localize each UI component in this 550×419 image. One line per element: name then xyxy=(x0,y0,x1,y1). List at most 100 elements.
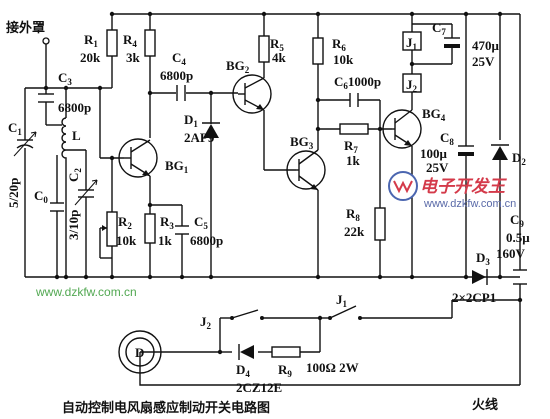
diode-d4-symbol xyxy=(238,344,254,360)
r1-value: 20k xyxy=(80,50,101,65)
bg2-name: BG2 xyxy=(226,58,250,75)
d1-name: D1 xyxy=(184,112,198,129)
watermark-url: www.dzkfw.com.cn xyxy=(423,198,516,210)
c7-voltage: 25V xyxy=(472,54,495,69)
diode-d2-symbol xyxy=(491,144,509,160)
inductor-name: L xyxy=(72,128,81,143)
capacitor-c5-symbol xyxy=(175,225,189,235)
capacitor-c4-symbol xyxy=(176,85,186,101)
c7-value: 470μ xyxy=(472,38,500,53)
r4-name: R4 xyxy=(123,32,137,49)
transistor-bg3-symbol xyxy=(286,149,326,191)
relay-coil-j1-symbol xyxy=(402,31,422,51)
r8-value: 22k xyxy=(344,224,365,239)
d4-name: D4 xyxy=(236,362,250,379)
c3-name: C3 xyxy=(58,70,72,87)
capacitor-c2-symbol xyxy=(74,179,98,206)
relay-coil-j2-symbol xyxy=(402,73,422,93)
c6-label: C61000p xyxy=(334,74,381,91)
r2-name: R2 xyxy=(118,214,132,231)
d2-name: D2 xyxy=(512,150,526,167)
r3-value: 1k xyxy=(158,233,173,248)
c1-value: 5/20p xyxy=(6,178,21,208)
resistor-r4-symbol xyxy=(144,29,156,57)
c8-value: 100μ xyxy=(420,146,448,161)
resistor-r3-symbol xyxy=(144,213,156,244)
d1-value: 2AP9 xyxy=(184,130,215,145)
c8-voltage: 25V xyxy=(426,160,449,175)
r9-name: R9 xyxy=(278,362,292,379)
transistor-bg1-symbol xyxy=(118,138,158,178)
j1-coil-name: J1 xyxy=(406,35,418,52)
c2-name: C2 xyxy=(66,168,83,182)
resistor-r5-symbol xyxy=(258,35,270,63)
labels: 接外罩 C3 6800p C1 5/20p L C2 3/10p C0 R1 2… xyxy=(6,20,530,416)
diagram-title: 自动控制电风扇感应制动开关电路图 xyxy=(62,400,270,416)
resistor-r1-symbol xyxy=(106,29,118,57)
c8-name: C8 xyxy=(440,130,454,147)
c3-value: 6800p xyxy=(58,100,91,115)
r9-value: 100Ω 2W xyxy=(306,360,359,375)
transistor-bg2-symbol xyxy=(232,74,272,114)
d3-name: D3 xyxy=(476,250,490,267)
capacitor-c8-symbol xyxy=(458,145,474,156)
antenna-terminal-icon xyxy=(42,37,50,45)
diode-d1-symbol xyxy=(202,118,220,138)
r7-name: R7 xyxy=(344,138,358,155)
c0-name: C0 xyxy=(34,188,48,205)
j2-coil-name: J2 xyxy=(406,77,418,94)
r8-name: R8 xyxy=(346,206,360,223)
watermark-logo-text: 电子开发王 xyxy=(420,177,507,197)
resistor-r6-symbol xyxy=(312,37,324,65)
capacitor-c3-symbol xyxy=(38,93,54,103)
j1-contact-name: J1 xyxy=(336,292,348,309)
bg3-name: BG3 xyxy=(290,134,314,151)
diode-d3-symbol xyxy=(472,269,488,285)
watermark-logo-icon xyxy=(388,171,418,201)
resistor-r7-symbol xyxy=(339,123,369,135)
capacitor-c6-symbol xyxy=(349,93,359,107)
wires xyxy=(24,13,521,386)
motor-label: D xyxy=(135,345,144,360)
relay-contact-j2-symbol xyxy=(230,309,264,320)
r3-name: R3 xyxy=(160,214,174,231)
r5-value: 4k xyxy=(272,50,287,65)
r5-name: R5 xyxy=(270,36,284,53)
capacitor-c9-symbol xyxy=(513,269,527,285)
c7-name: C7 xyxy=(432,20,446,37)
r6-name: R6 xyxy=(332,36,346,53)
capacitor-c7-symbol xyxy=(444,37,460,48)
c9-name: C9 xyxy=(510,212,524,229)
junction-dots xyxy=(43,11,523,355)
bg4-name: BG4 xyxy=(422,106,446,123)
potentiometer-r2-symbol xyxy=(100,211,118,247)
capacitor-c0-symbol xyxy=(50,202,64,212)
relay-contact-j1-symbol xyxy=(328,305,362,320)
transistor-bg4-symbol xyxy=(382,109,422,149)
antenna-label: 接外罩 xyxy=(6,20,45,36)
c2-value: 3/10p xyxy=(66,210,81,240)
r6-value: 10k xyxy=(333,52,354,67)
r7-value: 1k xyxy=(346,153,361,168)
j2-contact-name: J2 xyxy=(200,314,212,331)
footer-url: www.dzkfw.com.cn xyxy=(35,285,137,299)
capacitor-c1-symbol xyxy=(13,131,37,165)
r1-name: R1 xyxy=(84,32,98,49)
watermark: 电子开发王 www.dzkfw.com.cn xyxy=(388,171,516,210)
inductor-l-symbol xyxy=(46,117,67,162)
d4-part-label: 2CZ12E xyxy=(236,380,282,395)
c5-name: C5 xyxy=(194,214,208,231)
r2-value: 10k xyxy=(116,233,137,248)
bg1-name: BG1 xyxy=(165,158,189,175)
c5-value: 6800p xyxy=(190,233,223,248)
c9-value: 0.5μ xyxy=(506,230,530,245)
live-wire-label: 火线 xyxy=(472,397,498,413)
d3-value: 2×2CP1 xyxy=(452,290,496,305)
c9-voltage: 160V xyxy=(496,246,526,261)
resistor-r8-symbol xyxy=(374,207,386,241)
c4-name: C4 xyxy=(172,50,186,67)
fan-motor-symbol: D xyxy=(118,330,162,374)
r4-value: 3k xyxy=(126,50,141,65)
